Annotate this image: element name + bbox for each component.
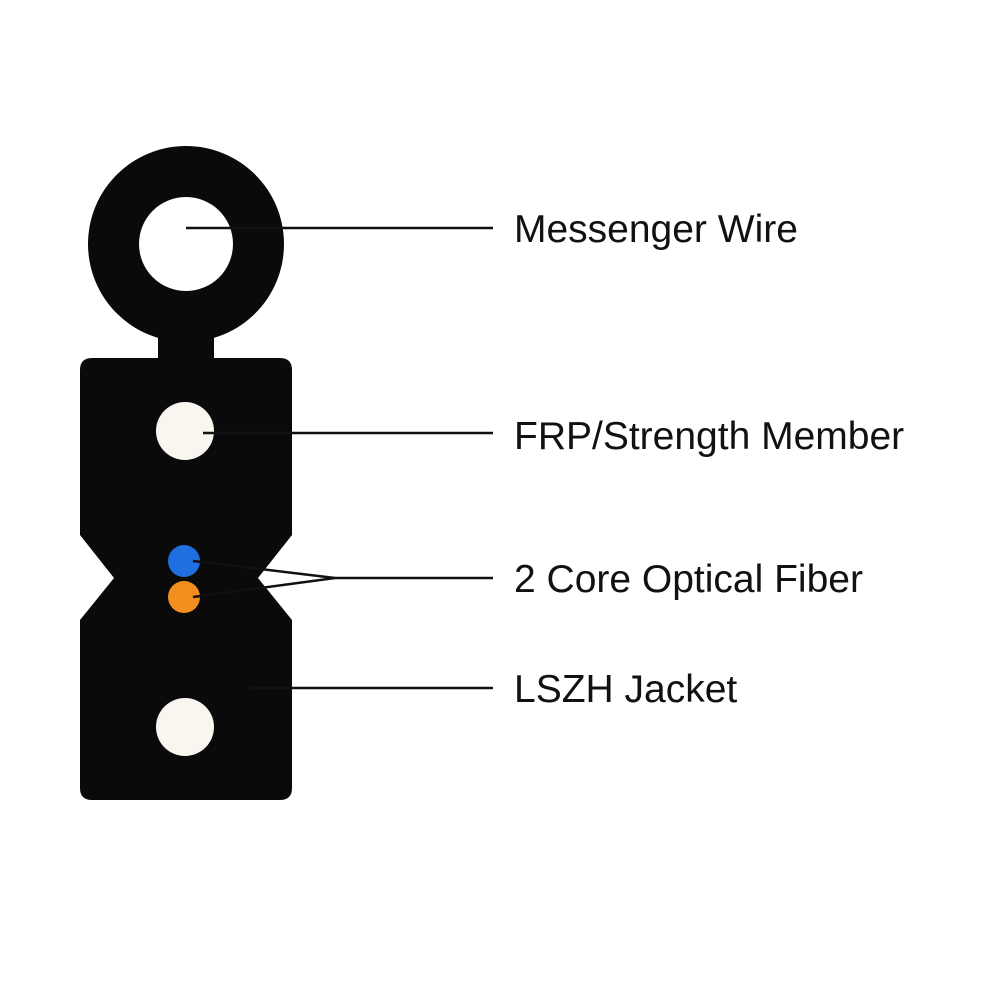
strength-member-bottom xyxy=(156,698,214,756)
optical-fiber-blue xyxy=(168,545,200,577)
cable-cross-section xyxy=(80,146,292,800)
lszh-jacket-body xyxy=(80,358,292,800)
leader-lines xyxy=(186,226,493,690)
strength-member-top xyxy=(156,402,214,460)
optical-fiber-orange xyxy=(168,581,200,613)
label-optical-fiber: 2 Core Optical Fiber xyxy=(514,558,863,601)
leader-line-fiber-blue xyxy=(192,559,336,580)
labels: Messenger Wire FRP/Strength Member 2 Cor… xyxy=(514,208,904,711)
label-messenger-wire: Messenger Wire xyxy=(514,208,798,251)
label-strength-member: FRP/Strength Member xyxy=(514,415,904,458)
label-jacket: LSZH Jacket xyxy=(514,668,737,711)
leader-line-fiber-orange xyxy=(192,576,336,599)
messenger-wire xyxy=(139,197,233,291)
